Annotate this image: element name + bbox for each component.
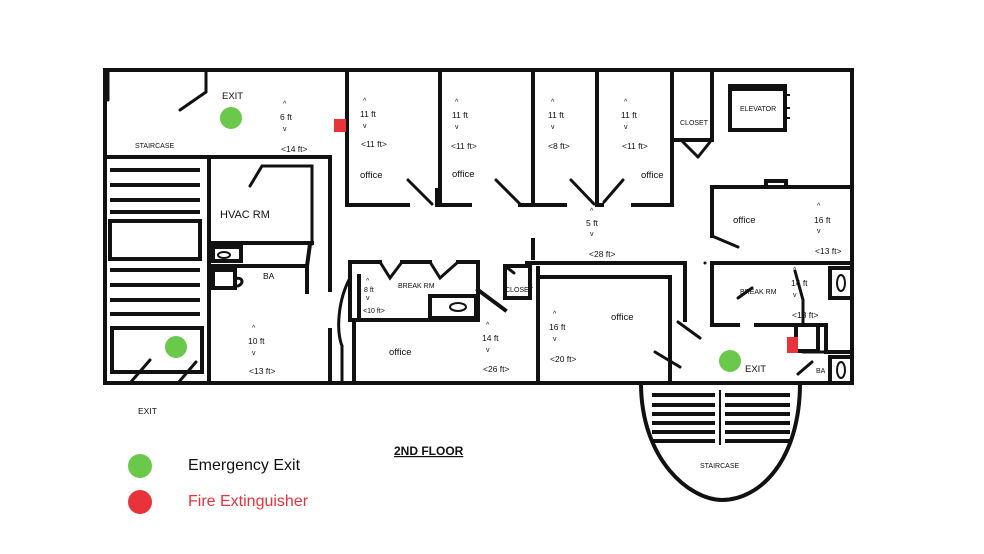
dimension-label: 11 ft [621, 110, 638, 120]
dimension-label: 6 ft [280, 112, 292, 122]
dimension-labels: ^ 6 ft v <14 ft> ^ 11 ft v <11 ft> ^ 11 … [248, 98, 842, 376]
dimension-label: 14 ft [482, 333, 499, 343]
dimension-label: ^ [455, 99, 459, 106]
label-closet-top: CLOSET [680, 120, 709, 127]
dimension-label: <8 ft> [548, 141, 570, 151]
dimension-label: v [817, 228, 821, 235]
dimension-label: <11 ft> [451, 141, 477, 151]
dimension-label: 11 ft [548, 110, 565, 120]
dimension-label: v [624, 124, 628, 131]
fire-extinguisher-markers [334, 119, 798, 353]
exit-label-right: EXIT [745, 364, 766, 375]
label-office-2: office [452, 169, 475, 180]
dimension-label: 11 ft [452, 110, 469, 120]
legend-item-emergency-exit: Emergency Exit [128, 448, 308, 484]
dimension-label: <26 ft> [483, 364, 510, 374]
dimension-label: ^ [551, 99, 555, 106]
label-closet-mid: CLOSET [505, 287, 534, 294]
dimension-label: ^ [363, 98, 367, 105]
dimension-label: ^ [590, 208, 594, 215]
dimension-label: ^ [793, 267, 797, 274]
label-office-3: office [641, 170, 664, 181]
dimension-label: ^ [252, 325, 256, 332]
dimension-label: v [366, 295, 370, 302]
dimension-label: <11 ft> [622, 141, 648, 151]
exit-marker-right [719, 350, 741, 372]
label-office-1: office [360, 170, 383, 181]
exit-label-left: EXIT [138, 406, 157, 416]
label-hvac: HVAC RM [220, 209, 270, 221]
label-ba-left: BA [263, 271, 275, 281]
exit-marker-top [220, 107, 242, 129]
fire-extinguisher-icon [128, 490, 152, 514]
dimension-label: 14 ft [791, 278, 808, 288]
dimension-label: 16 ft [549, 322, 566, 332]
outer-walls [103, 68, 854, 385]
legend-item-fire-extinguisher: Fire Extinguisher [128, 484, 308, 520]
interior-walls [103, 68, 854, 385]
dimension-label: ^ [624, 99, 628, 106]
legend-label-fire-extinguisher: Fire Extinguisher [188, 493, 309, 510]
dimension-label: <14 ft> [281, 144, 308, 154]
dimension-label: <20 ft> [550, 354, 577, 364]
label-staircase-left: STAIRCASE [135, 143, 174, 150]
label-elevator: ELEVATOR [740, 106, 776, 113]
dimension-label: v [590, 231, 594, 238]
label-staircase-bottom: STAIRCASE [700, 463, 739, 470]
label-break-left: BREAK RM [398, 283, 435, 290]
label-break-right: BREAK RM [740, 289, 777, 296]
dimension-label: <10 ft> [363, 308, 385, 315]
exit-labels: EXIT EXIT EXIT [138, 91, 766, 416]
dimension-label: v [252, 350, 256, 357]
dimension-label: <13 ft> [815, 246, 842, 256]
legend: Emergency Exit Fire Extinguisher [128, 448, 308, 520]
legend-label-emergency-exit: Emergency Exit [188, 457, 301, 474]
dimension-label: <28 ft> [589, 249, 616, 259]
room-labels: STAIRCASE HVAC RM BA ELEVATOR CLOSET CLO… [135, 106, 826, 470]
dimension-label: v [455, 124, 459, 131]
emergency-exit-icon [128, 454, 152, 478]
dimension-label: v [551, 124, 555, 131]
dimension-label: ^ [486, 322, 490, 329]
bottom-staircase [638, 380, 803, 503]
dimension-label: ^ [553, 311, 557, 318]
left-staircase [108, 168, 204, 374]
dimension-label: v [283, 126, 287, 133]
dimension-label: ^ [817, 203, 821, 210]
extinguisher-marker-top [334, 119, 346, 132]
dimension-label: ^ [283, 101, 287, 108]
dimension-label: <11 ft> [361, 139, 387, 149]
dimension-label: v [363, 123, 367, 130]
dimension-label: v [486, 347, 490, 354]
dimension-label: 10 ft [248, 336, 265, 346]
dimension-label: v [793, 292, 797, 299]
dimension-label: v [553, 336, 557, 343]
dimension-label: <13 ft> [792, 310, 819, 320]
label-office-6: office [389, 347, 412, 358]
dimension-label: 16 ft [814, 215, 831, 225]
extinguisher-marker-right [787, 337, 798, 353]
label-office-4: office [733, 215, 756, 226]
dimension-label: 8 ft [364, 287, 374, 294]
floor-title: 2ND FLOOR [394, 444, 464, 458]
label-ba-right: BA [816, 368, 826, 375]
label-office-5: office [611, 312, 634, 323]
dimension-label: <13 ft> [249, 366, 276, 376]
dimension-label: 5 ft [586, 218, 598, 228]
exit-marker-left [165, 336, 187, 358]
dimension-label: ^ [366, 278, 370, 285]
emergency-exit-markers [165, 107, 741, 372]
dimension-label: 11 ft [360, 109, 377, 119]
exit-label-top: EXIT [222, 91, 243, 102]
